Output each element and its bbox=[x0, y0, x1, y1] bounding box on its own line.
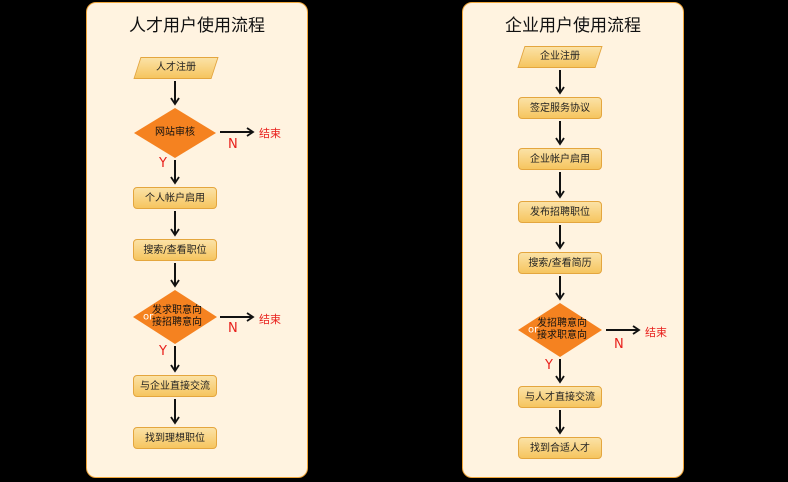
company-account-activate-step: 企业帐户启用 bbox=[518, 148, 602, 170]
decision-label: 网站审核 bbox=[155, 127, 195, 138]
contact-company-step: 与企业直接交流 bbox=[133, 375, 217, 397]
no-label: N bbox=[614, 337, 624, 352]
decision-line-2: 接招聘意向 bbox=[152, 317, 202, 328]
find-job-step: 找到理想职位 bbox=[133, 427, 217, 449]
end-label: 结束 bbox=[259, 313, 281, 326]
site-review-decision: 网站审核 bbox=[134, 108, 216, 158]
end-label: 结束 bbox=[259, 127, 281, 140]
contact-talent-step: 与人才直接交流 bbox=[518, 386, 602, 408]
decision-label: 发招聘意向 接求职意向 bbox=[518, 318, 602, 342]
intent-decision: or 发招聘意向 接求职意向 bbox=[518, 303, 602, 357]
or-label: or bbox=[143, 311, 154, 323]
personal-account-activate-step: 个人帐户启用 bbox=[133, 187, 217, 209]
yes-label: Y bbox=[159, 344, 167, 359]
search-resumes-step: 搜索/查看简历 bbox=[518, 252, 602, 274]
end-label: 结束 bbox=[645, 326, 667, 339]
or-label: or bbox=[528, 324, 539, 336]
find-talent-step: 找到合适人才 bbox=[518, 437, 602, 459]
no-label: N bbox=[228, 137, 238, 152]
decision-line-1: 发求职意向 bbox=[152, 305, 202, 316]
decision-label: 发求职意向 接招聘意向 bbox=[133, 305, 217, 329]
panel-title: 企业用户使用流程 bbox=[505, 16, 641, 36]
yes-label: Y bbox=[545, 358, 553, 373]
decision-line-1: 发招聘意向 bbox=[537, 318, 587, 329]
decision-line-2: 接求职意向 bbox=[537, 330, 587, 341]
search-jobs-step: 搜索/查看职位 bbox=[133, 239, 217, 261]
intent-decision: or 发求职意向 接招聘意向 bbox=[133, 290, 217, 344]
yes-label: Y bbox=[159, 156, 167, 171]
sign-agreement-step: 签定服务协议 bbox=[518, 97, 602, 119]
panel-title: 人才用户使用流程 bbox=[129, 16, 265, 36]
no-label: N bbox=[228, 321, 238, 336]
publish-jobs-step: 发布招聘职位 bbox=[518, 201, 602, 223]
